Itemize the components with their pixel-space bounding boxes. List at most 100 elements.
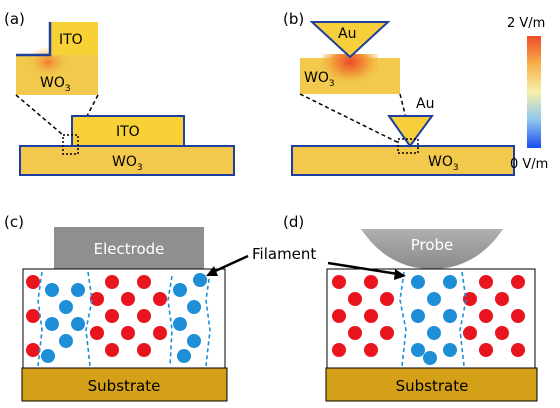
red-ion <box>26 343 40 357</box>
wo3-layer <box>291 145 515 176</box>
filament-boundary <box>85 271 93 367</box>
zoom-wo3-text: WO3 <box>304 70 335 89</box>
red-ion <box>511 343 525 357</box>
wo3-text: WO3 <box>112 154 143 173</box>
red-ion <box>332 275 346 289</box>
blue-ion <box>411 275 425 289</box>
colorbar: 2 V/m 0 V/m <box>507 16 548 172</box>
red-ion <box>137 309 151 323</box>
red-ion <box>105 275 119 289</box>
red-ion <box>90 292 104 306</box>
blue-ion <box>423 351 437 365</box>
red-ion <box>479 343 493 357</box>
red-ion <box>495 326 509 340</box>
blue-ion <box>45 317 59 331</box>
blue-ion <box>59 334 73 348</box>
ito-electrode <box>71 115 185 147</box>
filament-boundary <box>399 271 407 367</box>
filament-arrowhead-d <box>394 269 406 280</box>
blue-ion <box>443 309 457 323</box>
filament-boundary <box>37 271 43 367</box>
zoom-inset-hotspot <box>322 54 378 94</box>
red-ion <box>137 275 151 289</box>
red-ion <box>380 292 394 306</box>
blue-ion <box>173 283 187 297</box>
blue-ion <box>177 349 191 363</box>
substrate-text: Substrate <box>88 377 161 395</box>
panel-a: (a) ITO WO3 ITO WO3 <box>4 10 235 176</box>
wo3-layer <box>19 145 235 176</box>
red-ion <box>511 275 525 289</box>
panel-c-label: (c) <box>4 213 24 231</box>
blue-ion <box>411 309 425 323</box>
blue-ion <box>71 317 85 331</box>
filament-arrow-c <box>212 254 249 274</box>
electrode <box>54 227 204 269</box>
red-ion <box>463 292 477 306</box>
filament-annotation: Filament <box>206 245 406 280</box>
blue-ion <box>173 317 187 331</box>
au-text: Au <box>416 96 434 112</box>
zoom-region-box <box>62 134 79 155</box>
red-ion <box>153 292 167 306</box>
red-ion <box>105 309 119 323</box>
zoom-region-box <box>397 138 419 154</box>
panel-b-label: (b) <box>283 10 304 28</box>
red-ion <box>380 326 394 340</box>
probe <box>361 229 503 269</box>
red-ion <box>364 275 378 289</box>
red-ion <box>479 275 493 289</box>
red-ion <box>137 343 151 357</box>
zoom-guide-left <box>15 94 64 136</box>
blue-ion <box>187 300 201 314</box>
red-ion <box>26 309 40 323</box>
blue-ion <box>411 343 425 357</box>
filament-boundary <box>167 275 173 367</box>
blue-ion <box>187 334 201 348</box>
colorbar-min-label: 0 V/m <box>510 157 548 172</box>
au-tip <box>387 115 434 148</box>
blue-ion <box>193 273 207 287</box>
zoom-guide-left <box>299 93 398 143</box>
zoom-au-text: Au <box>338 26 356 42</box>
panel-b: (b) Au WO3 Au WO3 <box>283 10 515 176</box>
filament-arrowhead-c <box>206 266 218 276</box>
red-ion <box>26 275 40 289</box>
colorbar-max-label: 2 V/m <box>507 16 545 31</box>
blue-ion <box>443 275 457 289</box>
red-ion <box>364 343 378 357</box>
blue-ion <box>59 300 73 314</box>
red-ion <box>121 292 135 306</box>
wo3-text: WO3 <box>428 154 459 173</box>
zoom-inset-au-tip <box>309 21 391 59</box>
blue-ion <box>443 343 457 357</box>
red-ion <box>105 343 119 357</box>
panel-c: (c) Electrode Substrate <box>4 213 228 402</box>
electrode-text: Electrode <box>94 240 165 258</box>
red-ion <box>479 309 493 323</box>
filament-label: Filament <box>252 245 316 263</box>
substrate <box>325 367 538 402</box>
blue-ion <box>427 292 441 306</box>
red-ion <box>153 326 167 340</box>
red-ion <box>90 326 104 340</box>
panel-d: (d) Probe Substrate <box>283 213 538 402</box>
red-ion <box>495 292 509 306</box>
red-ion <box>463 326 477 340</box>
red-ion <box>332 309 346 323</box>
zoom-ito-text: ITO <box>59 32 83 48</box>
red-ion <box>364 309 378 323</box>
filament-arrow-d <box>327 261 399 276</box>
red-ion <box>511 309 525 323</box>
filament-boundary <box>459 271 467 367</box>
ito-text: ITO <box>116 124 140 140</box>
panel-a-label: (a) <box>4 10 25 28</box>
ion-layer <box>26 271 211 367</box>
substrate-text: Substrate <box>396 377 469 395</box>
panel-d-label: (d) <box>283 213 304 231</box>
substrate <box>21 367 228 402</box>
colorbar-gradient <box>527 36 541 148</box>
red-ion <box>332 343 346 357</box>
blue-ion <box>71 283 85 297</box>
